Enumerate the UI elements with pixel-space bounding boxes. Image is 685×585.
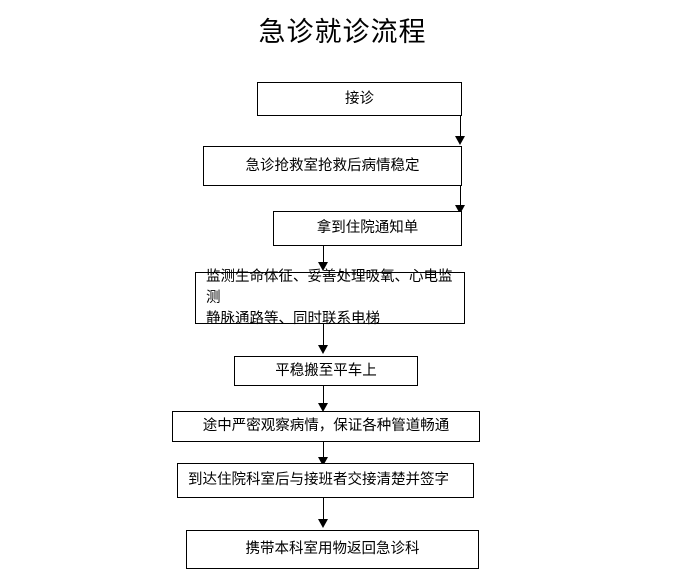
connector-4-to-5-arrowhead: [318, 345, 328, 354]
flow-node-6[interactable]: 途中严密观察病情，保证各种管道畅通: [172, 411, 480, 442]
flow-node-3-label: 拿到住院通知单: [316, 220, 419, 236]
connector-2-to-3: [460, 186, 461, 208]
flow-node-6-label: 途中严密观察病情，保证各种管道畅通: [202, 418, 450, 434]
connector-1-to-2: [460, 116, 461, 139]
connector-5-to-6-arrowhead: [318, 403, 328, 412]
page-title: 急诊就诊流程: [258, 17, 427, 48]
connector-5-to-6: [323, 386, 324, 407]
connector-1-to-2-arrowhead: [455, 136, 465, 145]
flow-node-2[interactable]: 急诊抢救室抢救后病情稳定: [203, 146, 462, 186]
flow-node-8[interactable]: 携带本科室用物返回急诊科: [186, 530, 479, 569]
flow-node-3[interactable]: 拿到住院通知单: [273, 211, 462, 246]
flow-node-5[interactable]: 平稳搬至平车上: [234, 356, 418, 386]
flow-node-7-label: 到达住院科室后与接班者交接清楚并签字: [188, 472, 449, 488]
connector-3-to-4-arrowhead: [318, 262, 328, 271]
flow-node-4-label: 监测生命体征、妥善处理吸氧、心电监测 静脉通路等、同时联系电梯: [206, 268, 453, 327]
flow-node-8-label: 携带本科室用物返回急诊科: [245, 541, 420, 557]
flow-node-1-label: 接诊: [345, 90, 374, 107]
connector-4-to-5: [323, 324, 324, 348]
flow-node-7[interactable]: 到达住院科室后与接班者交接清楚并签字: [177, 463, 474, 498]
flow-node-2-label: 急诊抢救室抢救后病情稳定: [245, 157, 420, 174]
flow-node-4[interactable]: 监测生命体征、妥善处理吸氧、心电监测 静脉通路等、同时联系电梯: [195, 269, 465, 327]
connector-2-to-3-arrowhead: [455, 205, 465, 214]
connector-7-to-8: [323, 498, 324, 522]
flow-node-1[interactable]: 接诊: [257, 82, 462, 116]
connector-3-to-4: [323, 246, 324, 265]
connector-6-to-7: [323, 442, 324, 460]
connector-7-to-8-arrowhead: [318, 519, 328, 528]
connector-6-to-7-arrowhead: [318, 457, 328, 466]
flow-node-5-label: 平稳搬至平车上: [275, 362, 377, 379]
